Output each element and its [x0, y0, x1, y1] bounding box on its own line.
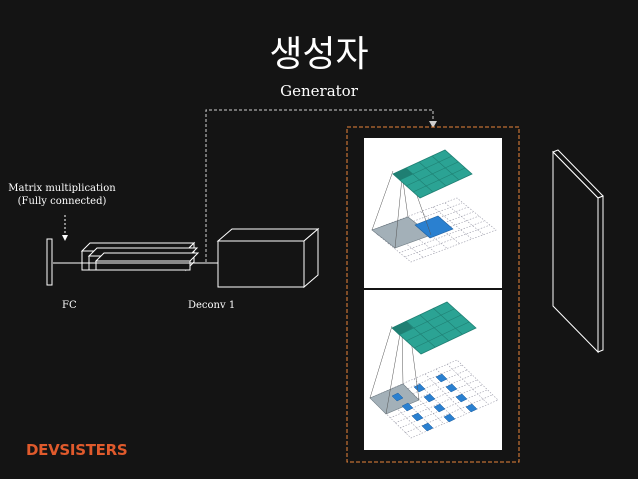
matrix-multiplication-label: Matrix multiplication (Fully connected)	[0, 182, 124, 208]
devsisters-logo: DEVSISTERS	[26, 441, 128, 459]
input-cells	[414, 215, 454, 239]
dashed-connector-arrowhead	[429, 121, 437, 128]
output-slab	[552, 149, 604, 354]
page-subtitle: Generator	[280, 82, 358, 100]
highlight-box	[346, 126, 520, 463]
matrix-multiplication-line1: Matrix multiplication	[8, 183, 116, 194]
dilated-grid	[369, 359, 499, 439]
deconv-illustration-bottom	[364, 290, 502, 450]
fc-bar	[46, 238, 53, 286]
output-grid	[391, 301, 477, 355]
kernel-cells	[371, 216, 432, 249]
input-cells	[391, 373, 478, 432]
projection-lines	[369, 325, 420, 415]
kernel-cells	[369, 383, 420, 415]
deconv-illustration-top	[364, 138, 502, 288]
matrix-multiplication-line2: (Fully connected)	[17, 196, 107, 207]
mm-arrow-head	[62, 235, 68, 241]
deconv1-label: Deconv 1	[188, 300, 236, 311]
dashed-connector	[205, 109, 434, 262]
fc-label: FC	[62, 300, 77, 311]
page-title: 생성자	[269, 34, 369, 75]
dense-stack	[80, 241, 200, 272]
deconv1-box	[216, 227, 320, 289]
output-grid	[392, 149, 473, 199]
